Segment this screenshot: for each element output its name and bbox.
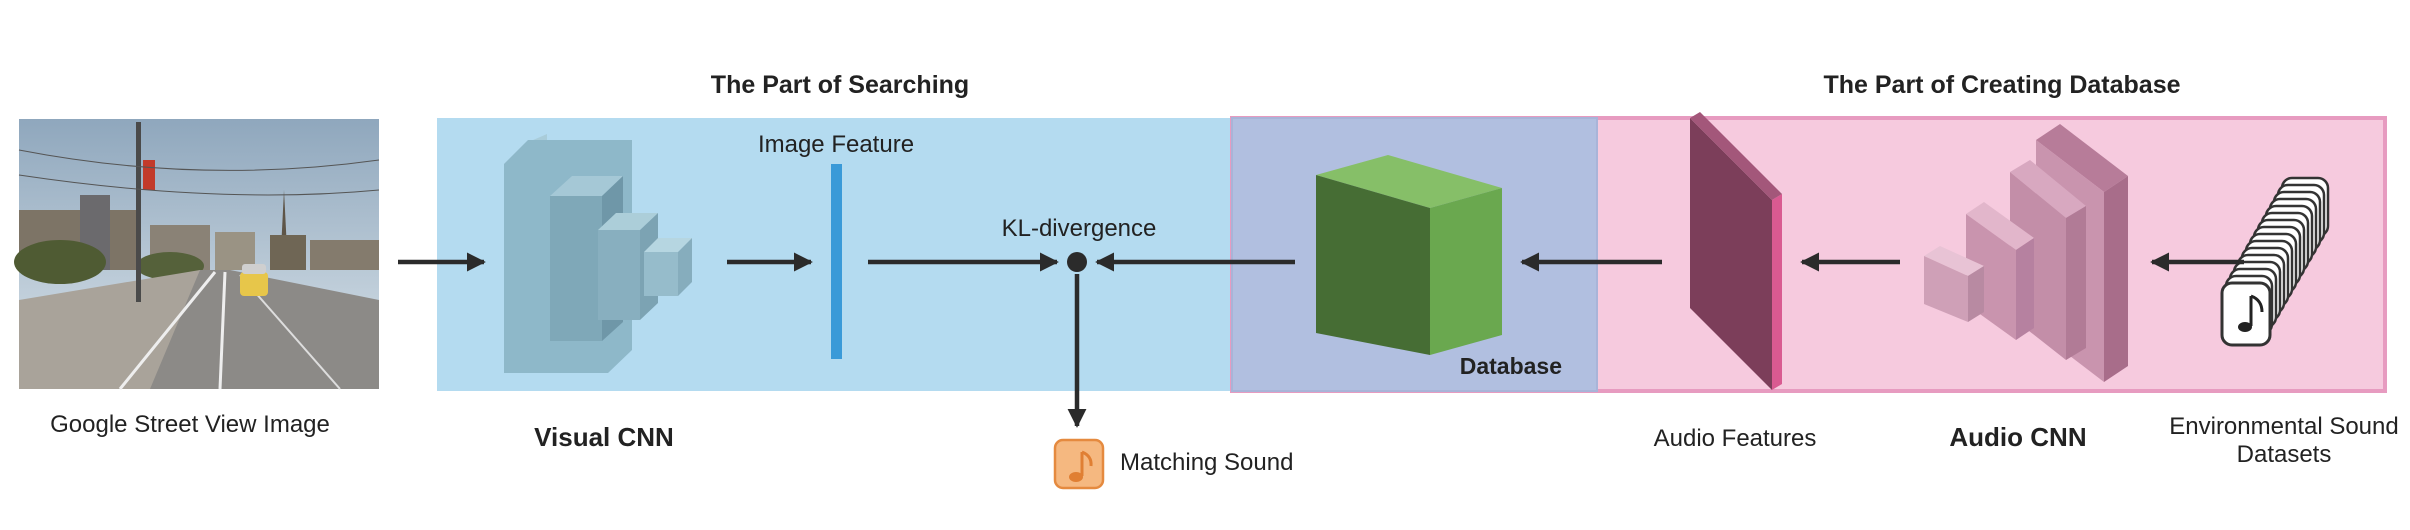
visual-cnn-block (504, 134, 692, 373)
matching-sound-icon (1053, 438, 1105, 490)
env-sound-label-line2: Datasets (2237, 441, 2332, 468)
image-feature-bar (831, 164, 842, 359)
image-feature-label: Image Feature (758, 131, 914, 158)
audio-cnn-label: Audio CNN (1949, 422, 2086, 452)
sound-dataset-stack (2220, 176, 2330, 347)
matching-sound-label: Matching Sound (1120, 449, 1293, 476)
searching-section-title: The Part of Searching (711, 71, 969, 99)
kl-divergence-node (1067, 252, 1087, 272)
audio-cnn-block (1924, 124, 2128, 382)
street-view-label: Google Street View Image (50, 411, 330, 438)
audio-features-label: Audio Features (1654, 425, 1817, 452)
database-label: Database (1460, 353, 1562, 379)
visual-cnn-label: Visual CNN (534, 422, 674, 452)
kl-divergence-label: KL-divergence (1002, 215, 1157, 242)
database-section-title: The Part of Creating Database (1823, 71, 2180, 99)
audio-features-slab (1690, 112, 1782, 390)
database-cube (1316, 155, 1502, 355)
street-view-image (14, 119, 380, 390)
env-sound-label-line1: Environmental Sound (2169, 413, 2398, 440)
music-note-icon (2238, 294, 2264, 332)
